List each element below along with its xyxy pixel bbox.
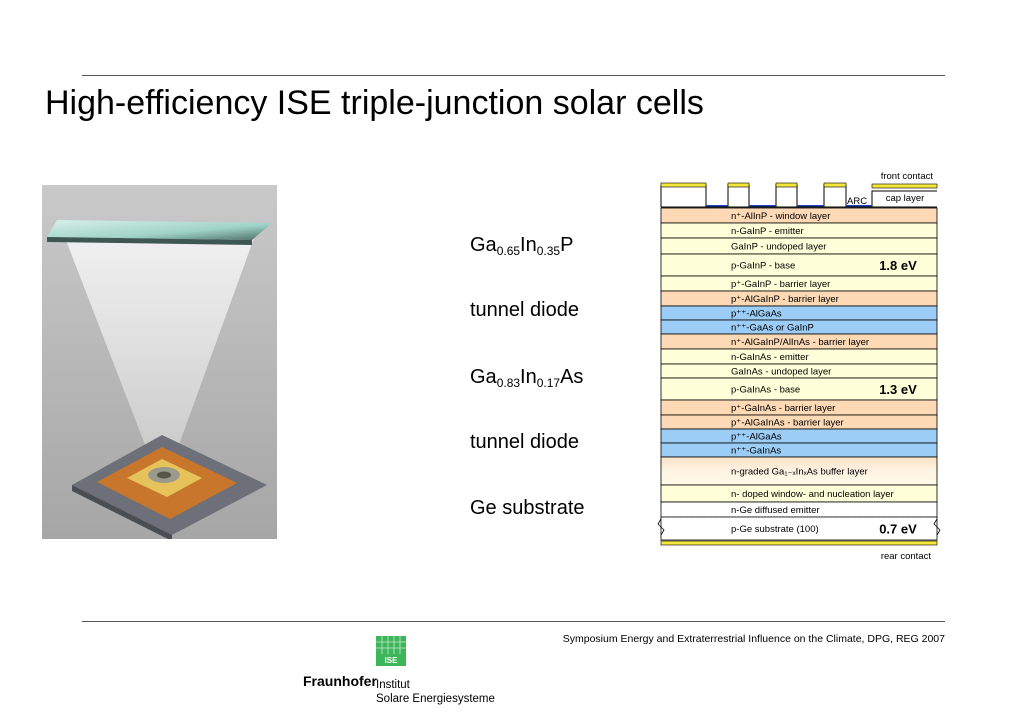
layer-label: GaInAs - undoped layer xyxy=(731,367,831,378)
layer-stack-diagram: front contact ARC cap layer n⁺-AlInP - wi… xyxy=(657,171,941,562)
rear-contact-bar xyxy=(660,540,938,546)
layer-label: n⁺⁺-GaAs or GaInP xyxy=(731,323,814,334)
institute-line-1: Institut xyxy=(376,679,410,691)
stack-layer: p⁺-AlGaInP - barrier layer xyxy=(660,290,938,307)
stack-layer: p⁺⁺-AlGaAs xyxy=(660,305,938,321)
concentrator-illustration xyxy=(42,185,277,539)
label-gainp-junction: Ga0.65In0.35P xyxy=(470,234,574,258)
layer-fill xyxy=(660,305,938,321)
layer-label: p-GaInAs - base xyxy=(731,385,800,396)
stack-layer: n-Ge diffused emitter xyxy=(660,501,938,518)
layer-label: p-Ge substrate (100) xyxy=(731,524,819,535)
bandgap-energy-label: 0.7 eV xyxy=(879,522,917,537)
stack-layer: n-GaInAs - emitter xyxy=(660,348,938,365)
front-contact-finger xyxy=(727,182,750,188)
light-beam xyxy=(62,230,257,450)
institute-name: Institut Solare Energiesysteme xyxy=(376,678,495,706)
layer-label: p⁺⁺-AlGaAs xyxy=(731,432,782,443)
top-rule xyxy=(82,75,945,76)
layer-label: n-Ge diffused emitter xyxy=(731,505,820,516)
institute-line-2: Solare Energiesysteme xyxy=(376,693,495,705)
slide-title: High-efficiency ISE triple-junction sola… xyxy=(45,84,704,122)
layer-label: p-GaInP - base xyxy=(731,261,795,272)
stack-layer: n⁺⁺-GaAs or GaInP xyxy=(660,319,938,335)
layer-label: n⁺-AlGaInP/AlInAs - barrier layer xyxy=(731,337,869,348)
layer-label: p⁺-AlGaInP - barrier layer xyxy=(731,294,839,305)
front-contact-finger xyxy=(660,182,707,188)
fresnel-lens xyxy=(47,220,272,240)
bottom-rule xyxy=(82,621,945,622)
front-contact-structure: ARC cap layer xyxy=(660,182,938,208)
cap-layer-label: cap layer xyxy=(886,193,925,204)
layer-list: n⁺-AlInP - window layer n-GaInP - emitter… xyxy=(657,207,941,546)
stack-layer: n⁺-AlGaInP/AlInAs - barrier layer xyxy=(660,333,938,350)
front-contact-label: front contact xyxy=(881,171,934,182)
logo-badge-text: ISE xyxy=(385,656,399,665)
substrate-break-mark xyxy=(657,518,665,536)
stack-layer: p⁺-GaInAs - barrier layer xyxy=(660,399,938,416)
bandgap-energy-label: 1.3 eV xyxy=(879,382,917,397)
label-tunnel-diode-1: tunnel diode xyxy=(470,299,579,321)
stack-layer: GaInP - undoped layer xyxy=(660,237,938,255)
front-contact-finger xyxy=(775,182,798,188)
cell-aperture xyxy=(157,471,171,479)
stack-layer: GaInAs - undoped layer xyxy=(660,363,938,379)
stack-layer: n- doped window- and nucleation layer xyxy=(660,484,938,503)
rear-contact-label: rear contact xyxy=(881,551,932,562)
bandgap-energy-label: 1.8 eV xyxy=(879,258,917,273)
footer-citation: Symposium Energy and Extraterrestrial In… xyxy=(562,633,945,645)
stack-layer: p-GaInP - base 1.8 eV xyxy=(660,253,938,277)
stack-layer: n⁺⁺-GaInAs xyxy=(660,442,938,458)
heat-sink-edge xyxy=(72,485,172,539)
front-contact-finger xyxy=(823,182,847,188)
layer-label: p⁺-GaInP - barrier layer xyxy=(731,279,830,290)
stack-layer: p⁺-AlGaInAs - barrier layer xyxy=(660,414,938,430)
substrate-break-mark xyxy=(933,518,941,536)
layer-label: p⁺-AlGaInAs - barrier layer xyxy=(731,418,844,429)
stack-layer: p-GaInAs - base 1.3 eV xyxy=(660,377,938,401)
arc-label: ARC xyxy=(847,196,867,207)
layer-label: p⁺-GaInAs - barrier layer xyxy=(731,403,835,414)
label-ge-substrate: Ge substrate xyxy=(470,497,585,519)
layer-label: n-GaInAs - emitter xyxy=(731,352,809,363)
layer-fill xyxy=(660,428,938,444)
label-tunnel-diode-2: tunnel diode xyxy=(470,431,579,453)
logo-green-square xyxy=(376,636,406,666)
layer-label: p⁺⁺-AlGaAs xyxy=(731,309,782,320)
layer-label: n⁺⁺-GaInAs xyxy=(731,446,781,457)
layer-label: n-GaInP - emitter xyxy=(731,226,804,237)
stack-layer: n⁺-AlInP - window layer xyxy=(660,207,938,224)
layer-label: n⁺-AlInP - window layer xyxy=(731,211,830,222)
layer-fill xyxy=(660,442,938,458)
stack-layer: n-graded Ga₁₋ₓInₓAs buffer layer xyxy=(660,456,938,486)
layer-label: n-graded Ga₁₋ₓInₓAs buffer layer xyxy=(731,467,868,478)
stack-layer: p⁺⁺-AlGaAs xyxy=(660,428,938,444)
front-contact-finger xyxy=(871,183,938,189)
label-gainas-junction: Ga0.83In0.17As xyxy=(470,366,584,390)
layer-label: n- doped window- and nucleation layer xyxy=(731,489,894,500)
layer-fill xyxy=(660,456,938,486)
fraunhofer-wordmark: Fraunhofer xyxy=(303,673,377,689)
ise-logo-icon: ISE xyxy=(376,636,406,666)
stack-layer: p-Ge substrate (100) 0.7 eV xyxy=(660,516,938,541)
layer-label: GaInP - undoped layer xyxy=(731,242,826,253)
stack-layer: p⁺-GaInP - barrier layer xyxy=(660,275,938,292)
stack-layer: n-GaInP - emitter xyxy=(660,222,938,239)
lens-edge xyxy=(47,237,252,245)
